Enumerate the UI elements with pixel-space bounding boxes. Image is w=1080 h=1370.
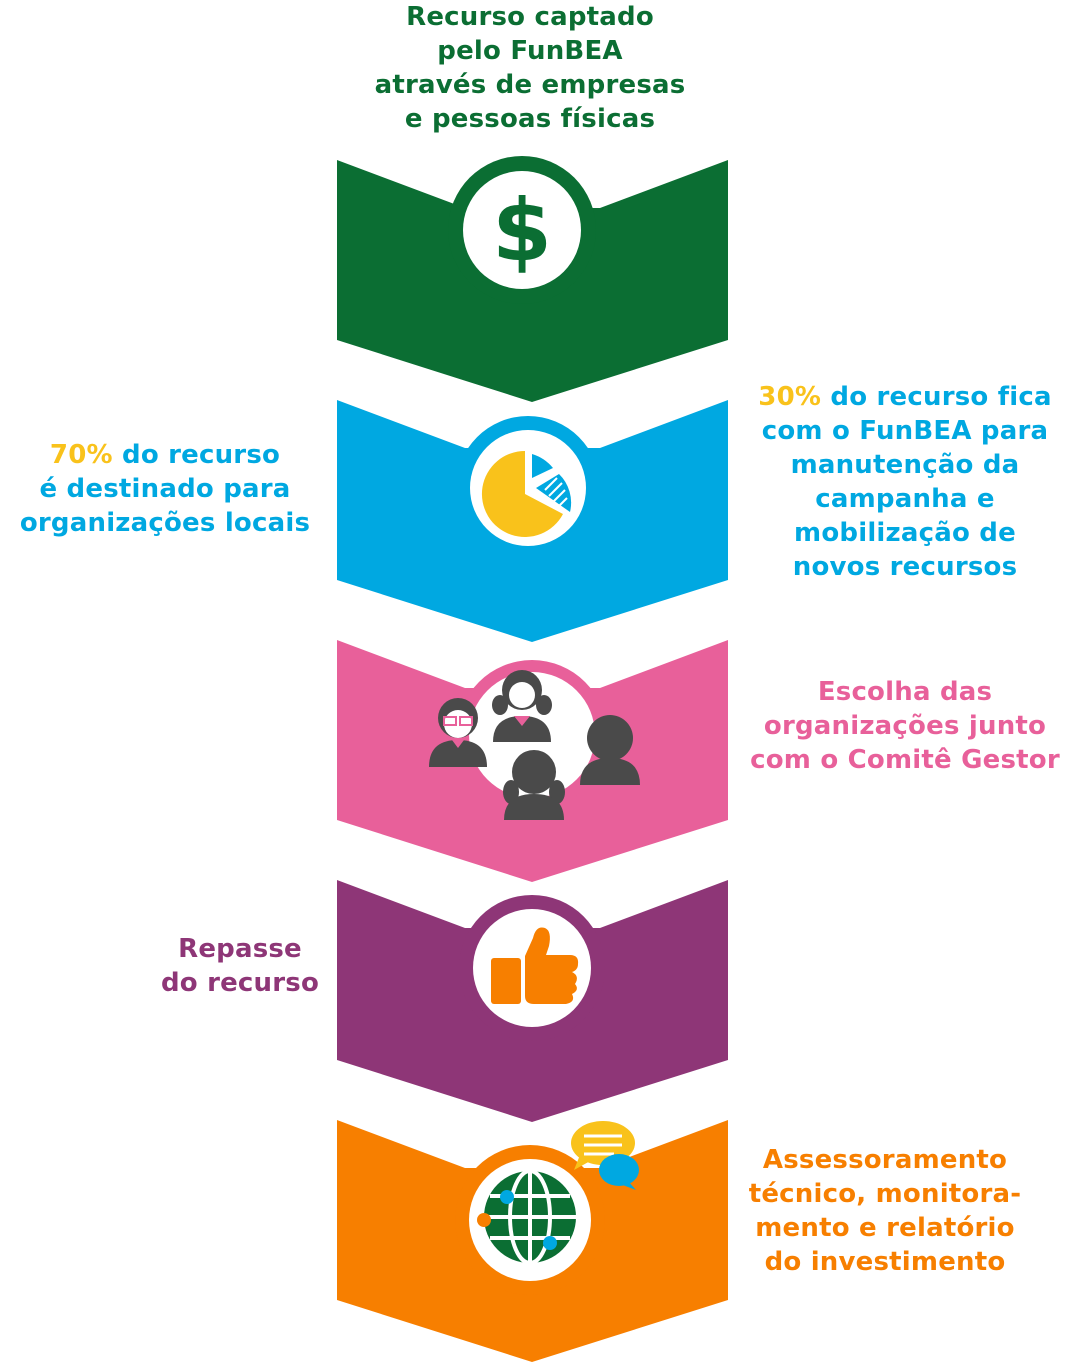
pie-chart-icon — [481, 450, 572, 537]
step-2-left-label: 70% do recurso é destinado para organiza… — [19, 440, 311, 538]
step-5-label: Assessoramento técnico, monitora- mento … — [748, 1145, 1022, 1277]
globe-icon — [477, 1169, 576, 1265]
step-3-label: Escolha das organizações junto com o Com… — [750, 677, 1060, 775]
thumbs-up-icon — [491, 927, 579, 1004]
step-1-chevron: $ — [337, 156, 728, 402]
chat-bubbles-icon — [571, 1121, 639, 1190]
people-group-icon — [429, 670, 640, 820]
step-2-right-label: 30% do recurso fica com o FunBEA para ma… — [758, 382, 1052, 582]
step-4-chevron — [337, 880, 728, 1122]
step-4-label: Repasse do recurso — [160, 934, 320, 998]
svg-text:$: $ — [492, 181, 552, 281]
step-3-chevron — [337, 640, 728, 882]
dollar-icon: $ — [492, 181, 552, 281]
step-2-chevron — [337, 400, 728, 642]
step-5-chevron — [337, 1120, 728, 1362]
step-1-label: Recurso captado pelo FunBEA através de e… — [374, 2, 686, 134]
